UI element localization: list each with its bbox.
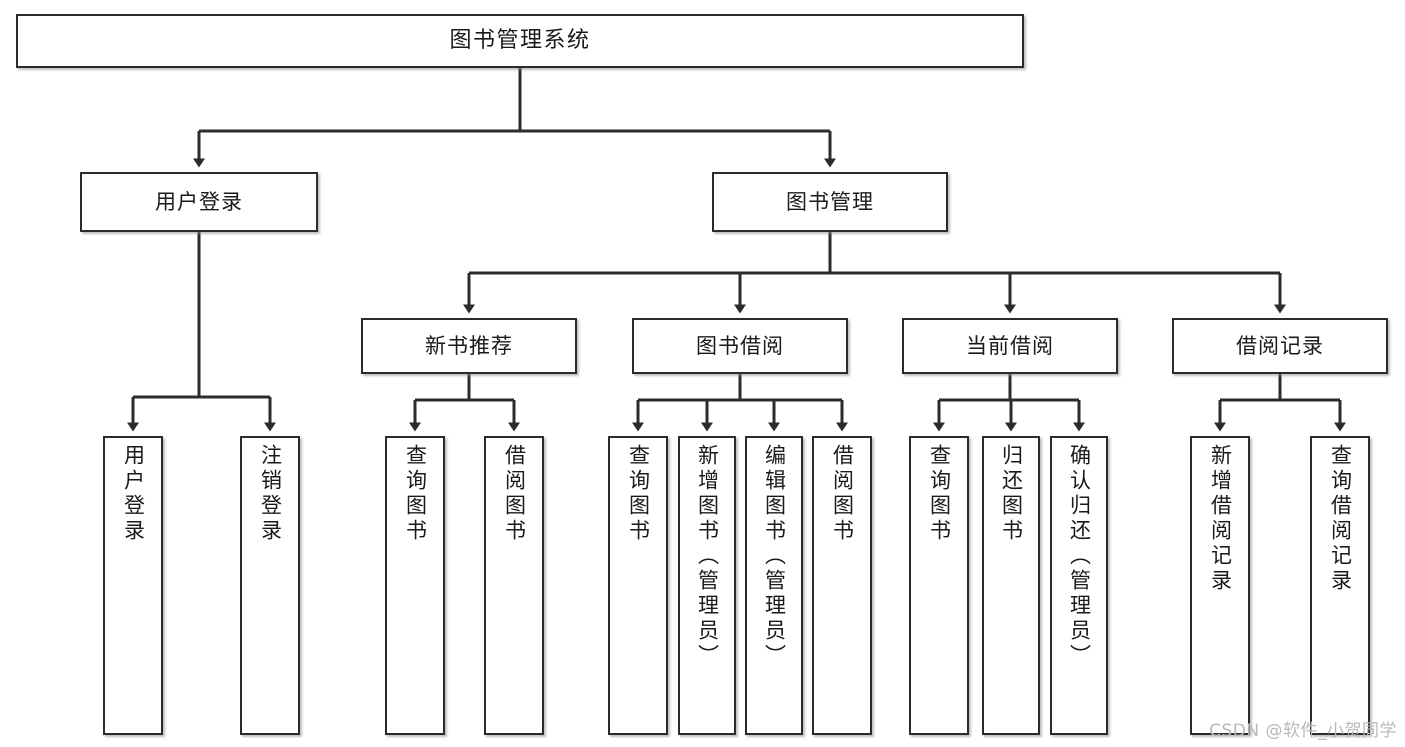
leaf-edit-book-admin[interactable]: 编辑图书（管理员） (745, 436, 803, 735)
leaf-confirm-return-admin-label: 确认归还（管理员） (1067, 444, 1092, 669)
leaf-add-book-admin-label: 新增图书（管理员） (695, 444, 720, 669)
leaf-query-book-current[interactable]: 查询图书 (909, 436, 969, 735)
node-book-management[interactable]: 图书管理 (712, 172, 948, 232)
leaf-query-book-borrow-label: 查询图书 (626, 444, 651, 544)
node-borrow-record-label: 借阅记录 (1236, 333, 1324, 358)
leaf-query-book-recommend-label: 查询图书 (403, 444, 428, 544)
node-new-book-recommend[interactable]: 新书推荐 (361, 318, 577, 374)
csdn-watermark: CSDN @软件_小贺同学 (1209, 721, 1397, 741)
node-borrow-record[interactable]: 借阅记录 (1172, 318, 1388, 374)
leaf-borrow-book[interactable]: 借阅图书 (812, 436, 872, 735)
leaf-return-book[interactable]: 归还图书 (982, 436, 1040, 735)
node-user-login-label: 用户登录 (155, 189, 243, 214)
leaf-return-book-label: 归还图书 (999, 444, 1024, 544)
leaf-confirm-return-admin[interactable]: 确认归还（管理员） (1050, 436, 1108, 735)
leaf-logout-label: 注销登录 (258, 444, 283, 544)
node-current-borrow[interactable]: 当前借阅 (902, 318, 1118, 374)
node-book-borrow[interactable]: 图书借阅 (632, 318, 848, 374)
leaf-query-book-current-label: 查询图书 (927, 444, 952, 544)
leaf-add-borrow-record-label: 新增借阅记录 (1208, 444, 1233, 594)
leaf-borrow-book-label: 借阅图书 (830, 444, 855, 544)
leaf-borrow-book-recommend[interactable]: 借阅图书 (484, 436, 544, 735)
leaf-add-book-admin[interactable]: 新增图书（管理员） (678, 436, 736, 735)
leaf-edit-book-admin-label: 编辑图书（管理员） (762, 444, 787, 669)
node-root[interactable]: 图书管理系统 (16, 14, 1024, 68)
node-current-borrow-label: 当前借阅 (966, 333, 1054, 358)
leaf-user-login-label: 用户登录 (121, 444, 146, 544)
leaf-user-login[interactable]: 用户登录 (103, 436, 163, 735)
leaf-add-borrow-record[interactable]: 新增借阅记录 (1190, 436, 1250, 735)
node-book-management-label: 图书管理 (786, 189, 874, 214)
leaf-query-book-borrow[interactable]: 查询图书 (608, 436, 668, 735)
node-user-login[interactable]: 用户登录 (80, 172, 318, 232)
node-new-book-recommend-label: 新书推荐 (425, 333, 513, 358)
node-book-borrow-label: 图书借阅 (696, 333, 784, 358)
leaf-query-book-recommend[interactable]: 查询图书 (385, 436, 445, 735)
leaf-query-borrow-record[interactable]: 查询借阅记录 (1310, 436, 1370, 735)
leaf-query-borrow-record-label: 查询借阅记录 (1328, 444, 1353, 594)
leaf-borrow-book-recommend-label: 借阅图书 (502, 444, 527, 544)
leaf-logout[interactable]: 注销登录 (240, 436, 300, 735)
node-root-label: 图书管理系统 (449, 28, 591, 54)
